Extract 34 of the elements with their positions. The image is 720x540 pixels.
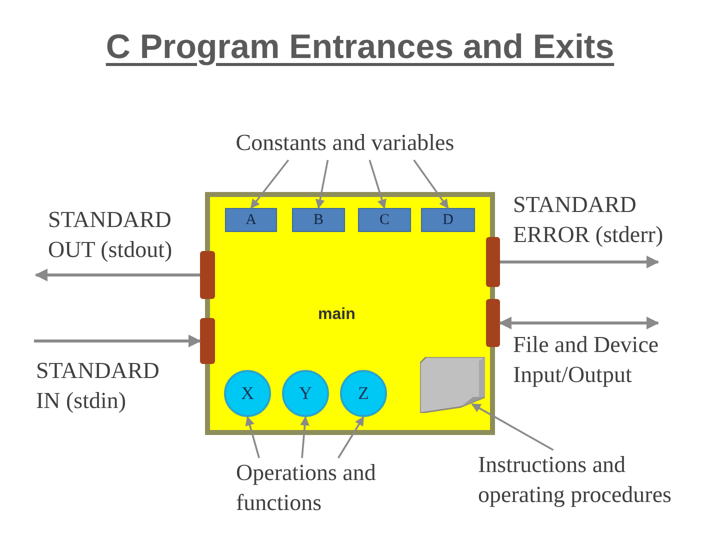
arrow [500, 256, 660, 268]
arrow-label: STANDARD OUT (stdout) [48, 206, 174, 264]
function-circle: Z [340, 370, 387, 417]
leader-line [368, 160, 386, 209]
slide-title: C Program Entrances and Exits [104, 28, 616, 67]
arrow [34, 334, 202, 348]
port-bar [486, 237, 500, 287]
arrow-label: File and Device Input/Output [513, 331, 660, 389]
function-circle: Y [282, 370, 329, 417]
arrow [498, 316, 660, 330]
leader-line [245, 416, 260, 458]
function-circle: X [224, 370, 271, 417]
leader-line [338, 416, 364, 458]
port-bar [200, 251, 215, 299]
leader-line [471, 403, 554, 451]
arrow-label: STANDARD IN (stdin) [36, 357, 160, 415]
leader-line [316, 160, 329, 209]
program-box [205, 192, 495, 435]
callout-text: Constants and variables [222, 128, 468, 158]
callout-text: Operations and functions [236, 458, 401, 518]
port-bar [486, 299, 500, 347]
leader-line [250, 159, 290, 209]
variable-box: C [358, 208, 411, 232]
variable-box: A [225, 208, 277, 232]
variable-box: B [292, 208, 345, 232]
port-bar [200, 318, 215, 364]
arrow-label: STANDARD ERROR (stderr) [513, 191, 664, 249]
leader-line [300, 416, 310, 458]
box-label: main [318, 306, 356, 324]
arrow [34, 268, 200, 282]
callout-text: Instructions and operating procedures [478, 450, 693, 510]
document-shape [420, 357, 485, 413]
leader-line [413, 159, 449, 209]
variable-box: D [421, 208, 475, 232]
